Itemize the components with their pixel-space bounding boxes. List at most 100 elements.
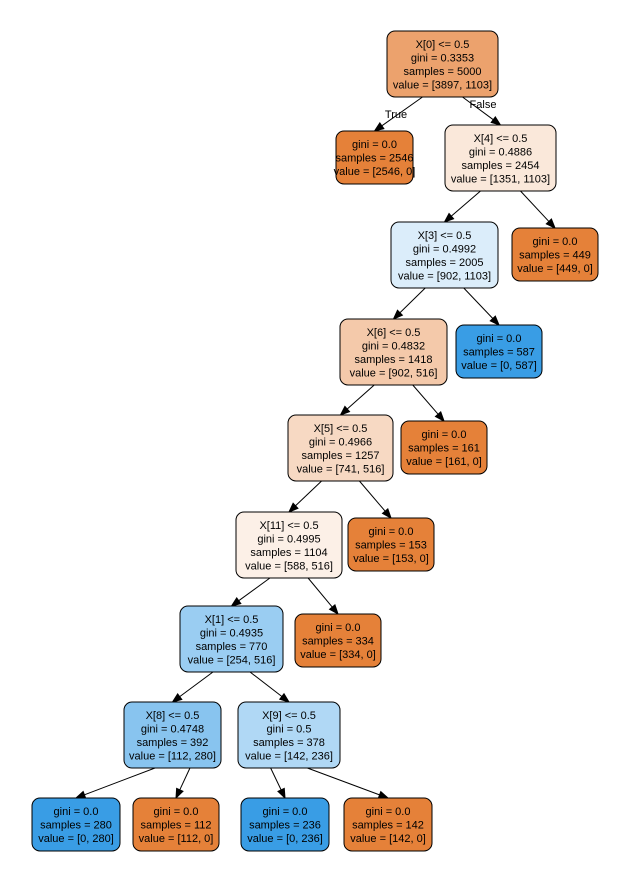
- node-text-line: gini = 0.4966: [309, 436, 372, 448]
- edge-n7-n10: [359, 480, 392, 520]
- node-text-line: samples = 587: [463, 347, 535, 359]
- node-text-line: value = [254, 516]: [188, 654, 276, 666]
- node-box: [31, 797, 121, 852]
- edge-n13-n16: [175, 767, 191, 800]
- node-box: [347, 517, 435, 572]
- arrowhead: [74, 790, 87, 799]
- edge-n9-n12: [307, 577, 339, 616]
- arrowhead: [377, 790, 390, 799]
- node-text-line: value = [112, 280]: [129, 750, 216, 762]
- node-text-line: X[6] <= 0.5: [367, 327, 421, 339]
- node-text-line: samples = 5000: [404, 66, 482, 78]
- edge-line: [346, 384, 375, 410]
- node-text-line: gini = 0.3353: [411, 52, 474, 64]
- node-text-line: samples = 1104: [250, 547, 327, 559]
- node-text-line: samples = 161: [408, 443, 480, 455]
- edge-n2-n3: [443, 190, 481, 223]
- node-box: [179, 605, 284, 673]
- node-text-line: gini = 0.5: [267, 723, 312, 735]
- edge-line: [412, 384, 439, 415]
- arrowhead: [545, 218, 556, 230]
- node-text-line: X[4] <= 0.5: [474, 133, 528, 145]
- edge-line: [399, 287, 426, 314]
- node-text-line: value = [588, 516]: [245, 560, 333, 572]
- edge-n3-n5: [392, 287, 426, 320]
- node-box: [455, 324, 543, 379]
- node-text-line: gini = 0.0: [477, 333, 522, 345]
- node-box: [335, 130, 414, 185]
- edge-n2-n4: [520, 190, 556, 230]
- edge-n14-n17: [270, 767, 286, 800]
- node-text-line: value = [142, 236]: [245, 750, 333, 762]
- edge-line: [307, 577, 333, 608]
- node-text-line: gini = 0.4995: [257, 533, 320, 545]
- node-text-line: X[5] <= 0.5: [314, 423, 368, 435]
- node-text-line: value = [0, 236]: [247, 833, 323, 845]
- node-text-line: gini = 0.0: [369, 526, 414, 538]
- node-text-line: samples = 2546: [336, 153, 414, 165]
- edge-label-true: True: [385, 109, 407, 121]
- node-text-line: X[9] <= 0.5: [262, 710, 316, 722]
- edge-line: [179, 767, 191, 791]
- arrowhead: [175, 787, 184, 800]
- arrowhead: [490, 115, 502, 126]
- node-box: [294, 613, 382, 668]
- edge-n0-n2: False: [462, 96, 502, 126]
- node-text-line: samples = 142: [352, 820, 424, 832]
- node-text-line: gini = 0.4992: [413, 243, 476, 255]
- node-text-line: value = [161, 0]: [406, 456, 482, 468]
- node-box: [511, 227, 599, 282]
- arrowhead: [230, 596, 242, 607]
- node-text-line: value = [0, 587]: [461, 360, 537, 372]
- node-text-line: value = [0, 280]: [38, 833, 114, 845]
- node-text-line: value = [3897, 1103]: [393, 79, 492, 91]
- node-text-line: gini = 0.0: [352, 139, 397, 151]
- node-text-line: samples = 2005: [406, 257, 484, 269]
- node-text-line: value = [112, 0]: [139, 833, 214, 845]
- node-text-line: value = [902, 1103]: [398, 270, 491, 282]
- node-text-line: samples = 334: [302, 636, 374, 648]
- edge-n0-n1: True: [373, 96, 423, 132]
- node-text-line: samples = 112: [140, 820, 211, 832]
- node-box: [123, 701, 222, 769]
- node-text-line: gini = 0.4832: [362, 340, 425, 352]
- edge-n11-n14: [249, 671, 291, 703]
- edges-layer: True False: [74, 96, 556, 800]
- edge-n14-n18: [307, 767, 390, 799]
- edge-n5-n8: [412, 384, 445, 423]
- node-box: [237, 701, 341, 769]
- arrowhead: [278, 692, 291, 703]
- node-text-line: samples = 280: [40, 820, 112, 832]
- edge-line: [295, 480, 322, 507]
- node-text-line: gini = 0.0: [154, 806, 199, 818]
- arrowhead: [339, 405, 351, 416]
- node-box: [240, 797, 330, 852]
- edge-line: [450, 190, 481, 217]
- node-text-line: samples = 153: [355, 540, 427, 552]
- node-text-line: samples = 392: [137, 737, 209, 749]
- node-box: [386, 30, 499, 98]
- node-text-line: value = [2546, 0]: [334, 166, 416, 178]
- arrowhead: [381, 508, 392, 520]
- edge-line: [381, 96, 423, 127]
- node-text-line: gini = 0.4886: [469, 146, 532, 158]
- node-text-line: X[1] <= 0.5: [205, 614, 259, 626]
- node-text-line: samples = 378: [253, 737, 325, 749]
- node-text-line: value = [153, 0]: [353, 553, 429, 565]
- edge-line: [238, 577, 271, 602]
- node-text-line: samples = 1418: [355, 354, 433, 366]
- node-text-line: gini = 0.0: [263, 806, 308, 818]
